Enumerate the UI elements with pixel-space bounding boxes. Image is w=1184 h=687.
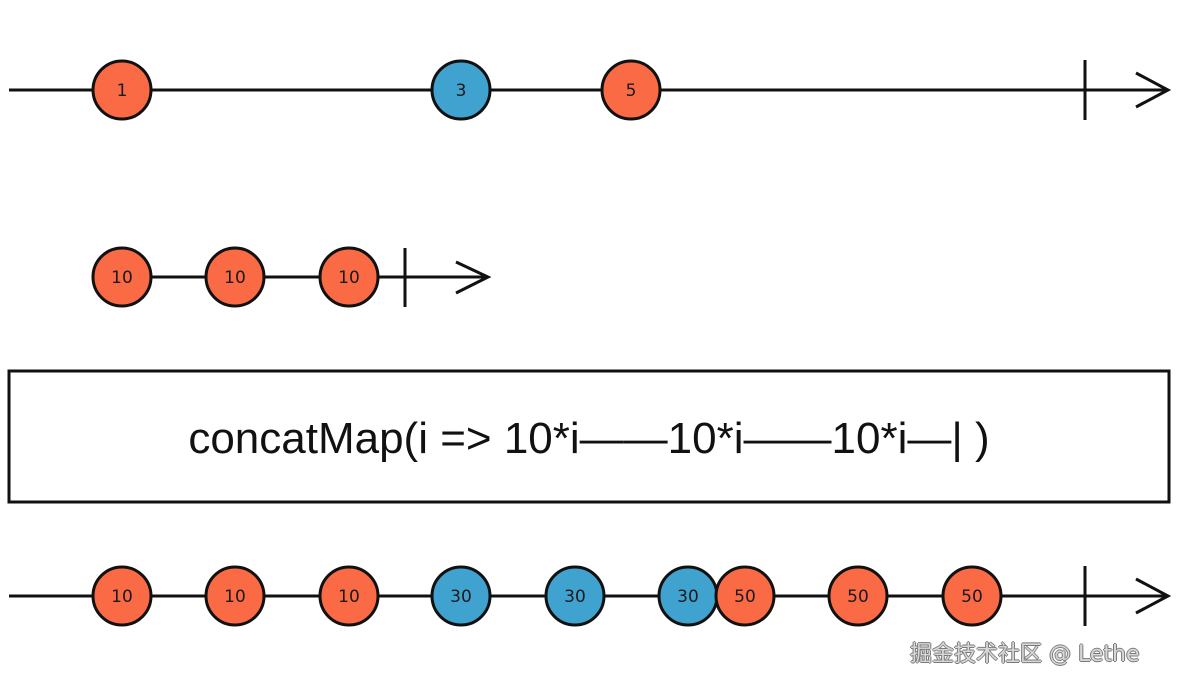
inner-marble: 10 [91,246,153,308]
marble-label: 10 [338,268,360,288]
marble-label: 10 [111,268,133,288]
output-marble: 50 [827,565,889,627]
output-marble: 50 [714,565,776,627]
operator-label: concatMap(i => 10*i——10*i——10*i—| ) [188,414,989,463]
output-stream: 10 10 10 30 30 30 50 50 [9,565,1172,627]
output-marble: 30 [430,565,492,627]
marble-label: 10 [224,587,246,607]
inner-marble: 10 [318,246,380,308]
inner-arrow-icon [455,260,492,295]
source-arrow-icon [1135,71,1172,109]
marble-label: 10 [224,268,246,288]
output-marble: 30 [544,565,606,627]
marble-label: 50 [734,587,756,607]
output-marble: 50 [941,565,1003,627]
inner-marble: 10 [204,246,266,308]
marble-label: 30 [450,587,472,607]
source-stream: 1 3 5 [9,59,1172,121]
marble-label: 30 [564,587,586,607]
output-marble: 10 [91,565,153,627]
marble-label: 10 [338,587,360,607]
marble-label: 50 [847,587,869,607]
output-marble: 10 [318,565,380,627]
output-arrow-icon [1135,577,1172,615]
output-marble: 10 [204,565,266,627]
source-marble-5: 5 [600,59,662,121]
marble-label: 50 [961,587,983,607]
source-marble-3: 3 [430,59,492,121]
marble-label: 5 [626,81,637,101]
source-marble-1: 1 [91,59,153,121]
output-marble: 30 [657,565,719,627]
marble-label: 30 [677,587,699,607]
operator-box: concatMap(i => 10*i——10*i——10*i—| ) [7,369,1171,504]
marble-label: 3 [456,81,467,101]
marble-label: 10 [111,587,133,607]
watermark: 掘金技术社区 @ Lethe [910,642,1140,667]
inner-stream: 10 10 10 [91,246,492,308]
marble-label: 1 [117,81,128,101]
